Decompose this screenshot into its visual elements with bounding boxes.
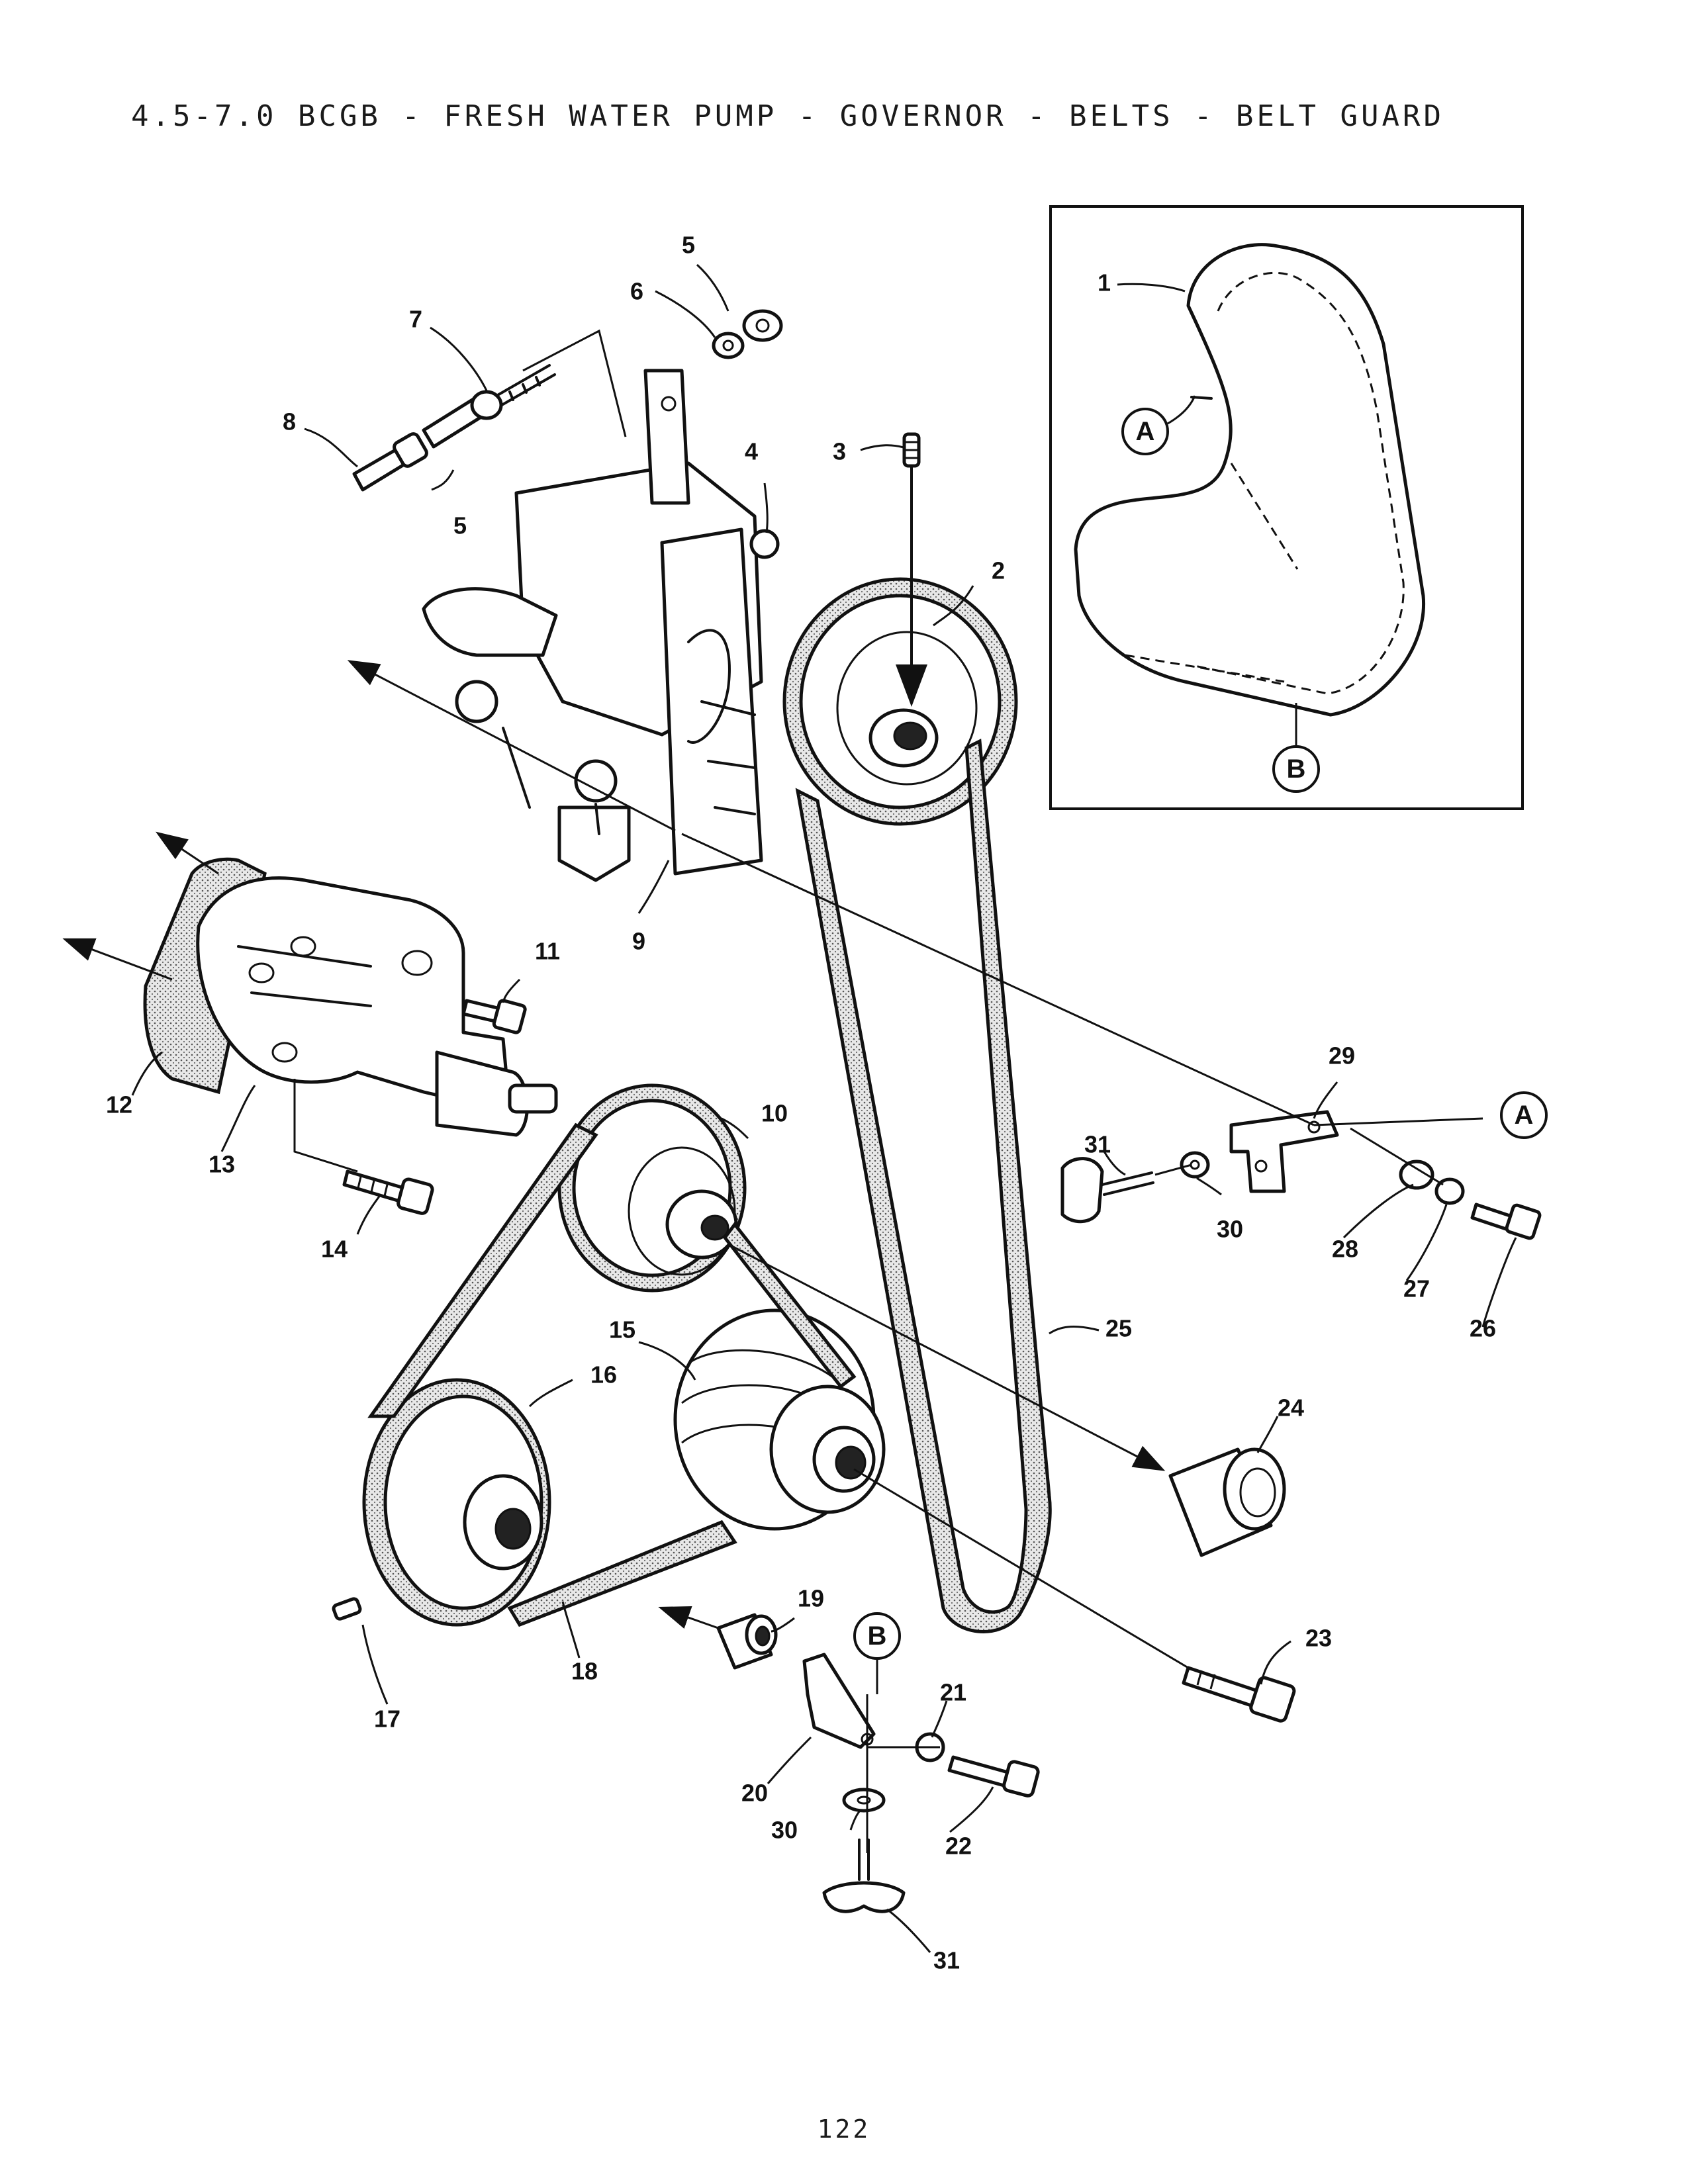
bolt-14 (342, 1169, 434, 1215)
callout-20: 20 (741, 1780, 768, 1807)
fresh-water-pump (143, 857, 558, 1173)
crankshaft-pulley (673, 1308, 886, 1531)
callout-21: 21 (940, 1679, 966, 1706)
inset-ref-b: B (1272, 703, 1320, 793)
belt-guard-inset: A B (1049, 205, 1524, 810)
set-screw-top (902, 432, 921, 468)
callout-30-lower: 30 (771, 1817, 798, 1844)
callout-29: 29 (1329, 1042, 1355, 1069)
bolt-22 (947, 1755, 1040, 1797)
svg-text:B: B (868, 1621, 887, 1651)
washer-30-upper (1180, 1151, 1210, 1179)
washer-30-lower (842, 1788, 886, 1813)
inset-ref-a: A (1121, 395, 1196, 455)
page-title: 4.5-7.0 BCGB - FRESH WATER PUMP - GOVERN… (131, 99, 1444, 133)
nut-and-washer (712, 309, 783, 359)
page-number: 122 (817, 2115, 871, 2144)
callout-5-top: 5 (682, 232, 695, 259)
callout-24: 24 (1278, 1394, 1304, 1422)
governor-linkage-rod (352, 329, 627, 492)
callout-28: 28 (1332, 1236, 1358, 1263)
detail-ref-a: A (1500, 1091, 1548, 1139)
callout-13: 13 (209, 1151, 235, 1178)
callout-1: 1 (1098, 269, 1111, 296)
callout-17: 17 (374, 1706, 400, 1733)
wing-bolt-lower (822, 1839, 906, 1913)
drive-belt-18 (367, 1122, 857, 1627)
governor-belt (795, 739, 1052, 1633)
callout-7: 7 (409, 306, 422, 333)
svg-text:B: B (1287, 754, 1306, 784)
callout-11: 11 (535, 938, 560, 965)
callout-labels: 1 2 3 4 5 5 6 7 8 9 10 11 12 13 14 15 16… (106, 232, 1496, 1974)
svg-text:A: A (1136, 417, 1155, 446)
callout-16: 16 (590, 1361, 617, 1388)
assembly-lines (62, 660, 1483, 1853)
svg-text:A: A (1515, 1101, 1534, 1130)
callout-9: 9 (632, 928, 645, 955)
bolt-11 (461, 999, 527, 1034)
callout-14: 14 (321, 1236, 348, 1263)
callout-27: 27 (1403, 1275, 1430, 1302)
callout-22: 22 (945, 1833, 972, 1860)
belt-guard-bracket-upper (1229, 1110, 1339, 1193)
callout-18: 18 (571, 1658, 598, 1685)
detail-ref-b: B (853, 1612, 901, 1694)
callout-leaders (131, 263, 1517, 1953)
callout-30-upper: 30 (1217, 1216, 1243, 1243)
set-screw-17 (332, 1597, 362, 1621)
callout-5-rod: 5 (453, 512, 467, 539)
callout-25: 25 (1105, 1315, 1132, 1342)
callout-10: 10 (761, 1100, 788, 1127)
water-pump-pulley (557, 1083, 747, 1293)
callout-31-lower: 31 (933, 1947, 960, 1974)
callout-6: 6 (630, 278, 643, 305)
governor-assembly (422, 369, 780, 882)
bolt-23 (1182, 1666, 1296, 1723)
callout-8: 8 (283, 408, 296, 435)
callout-23: 23 (1305, 1625, 1332, 1652)
callout-2: 2 (992, 557, 1005, 584)
callout-12: 12 (106, 1091, 132, 1118)
spacer-19 (716, 1613, 778, 1670)
callout-3: 3 (833, 438, 846, 465)
governor-pulley (782, 465, 1018, 826)
wing-bolt-upper (1060, 1157, 1154, 1224)
alternator-pulley (362, 1378, 551, 1627)
belt-guard-part (1074, 243, 1426, 717)
bolt-26-hardware (1399, 1160, 1542, 1240)
callout-31-upper: 31 (1084, 1131, 1111, 1158)
pulley-bushing (1168, 1447, 1286, 1557)
callout-26: 26 (1470, 1315, 1496, 1342)
callout-19: 19 (798, 1585, 824, 1612)
callout-15: 15 (609, 1316, 635, 1343)
belt-guard-bracket-lower (802, 1653, 876, 1749)
callout-4: 4 (745, 438, 758, 465)
